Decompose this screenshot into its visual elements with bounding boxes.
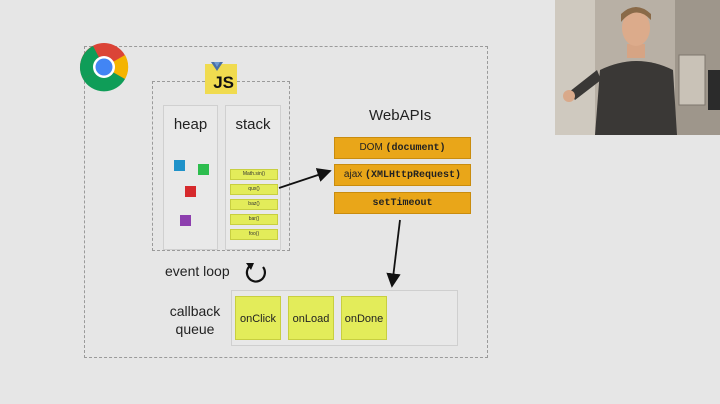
chrome-logo-icon (79, 43, 129, 92)
stack-frame: Math.sin() (230, 169, 278, 180)
webapi-dom-code: (document) (385, 143, 446, 154)
heap-object-red (185, 186, 196, 197)
stack-column: stack Math.sin() qux() baz() bar() foo() (225, 105, 281, 250)
event-loop-label: event loop (165, 263, 230, 279)
webapi-ajax-code: (XMLHttpRequest) (365, 170, 462, 181)
webapi-to-queue-arrow (386, 219, 401, 288)
js-logo-icon: JS (205, 62, 237, 94)
event-loop-cycle-icon (245, 263, 266, 283)
stack-to-webapi-arrow (278, 168, 332, 189)
webapi-ajax-pre: ajax (343, 169, 366, 180)
js-logo-text: JS (213, 73, 234, 92)
callback-queue-label: callback queue (160, 302, 230, 338)
stack-frame: qux() (230, 184, 278, 195)
queue-item: onDone (341, 296, 387, 340)
heap-object-blue (174, 160, 185, 171)
webapis-title: WebAPIs (369, 107, 432, 124)
heap-label: heap (173, 116, 208, 133)
queue-item: onLoad (288, 296, 334, 340)
presenter-image (555, 0, 720, 135)
stack-label: stack (235, 116, 271, 133)
browser-boundary (84, 46, 488, 358)
stack-frame: foo() (230, 229, 278, 240)
callback-queue-label-line2: queue (175, 321, 215, 337)
presenter-video (555, 0, 720, 135)
webapi-dom: DOM (document) (334, 137, 471, 159)
webapi-ajax: ajax (XMLHttpRequest) (334, 164, 471, 186)
stack-frame: baz() (230, 199, 278, 210)
heap-column: heap (163, 105, 218, 250)
queue-item: onClick (235, 296, 281, 340)
heap-object-purple (180, 215, 191, 226)
webapi-settimeout: setTimeout (334, 192, 471, 214)
webapi-settimeout-code: setTimeout (372, 198, 433, 209)
stack-frame: bar() (230, 214, 278, 225)
heap-object-green (198, 164, 209, 175)
webapi-dom-pre: DOM (359, 142, 386, 153)
callback-queue-label-line1: callback (169, 303, 221, 319)
